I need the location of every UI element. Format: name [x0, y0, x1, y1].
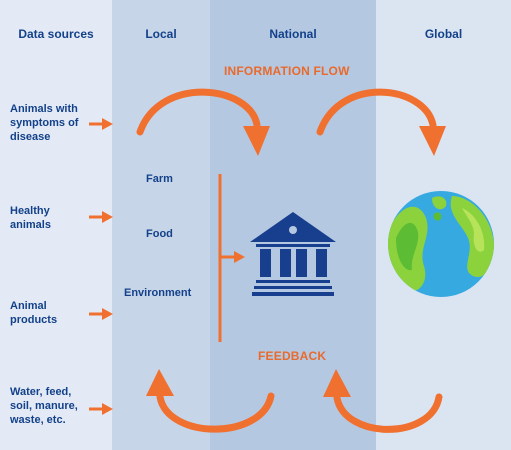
header-national: National [269, 27, 317, 41]
header-data-sources: Data sources [18, 27, 94, 41]
government-building-icon [250, 212, 336, 296]
source-arrow-4 [89, 403, 113, 415]
source-arrow-1 [89, 118, 113, 130]
header-global: Global [424, 27, 463, 41]
local-item-environment: Environment [124, 287, 192, 299]
information-flow-arrow-local-to-national [136, 88, 270, 156]
source-arrow-3 [89, 308, 113, 320]
source-arrow-2 [89, 211, 113, 223]
information-flow-label: INFORMATION FLOW [224, 64, 350, 78]
column-data-sources [0, 0, 112, 450]
globe-icon [388, 191, 494, 297]
source-animals-with-symptoms: Animals with symptoms of disease [10, 103, 79, 143]
source-animal-products: Animal products [10, 300, 58, 326]
header-local: Local [145, 27, 177, 41]
source-healthy-animals: Healthy animals [10, 205, 51, 231]
information-flow-arrow-national-to-global [316, 88, 446, 156]
feedback-arrow-global-to-national [323, 369, 443, 433]
feedback-label: FEEDBACK [258, 349, 327, 363]
feedback-arrow-national-to-local [146, 369, 275, 433]
local-bracket-arrow [218, 174, 245, 342]
local-item-farm: Farm [146, 173, 173, 185]
source-water-feed-soil: Water, feed, soil, manure, waste, etc. [10, 386, 78, 426]
local-item-food: Food [146, 228, 173, 240]
